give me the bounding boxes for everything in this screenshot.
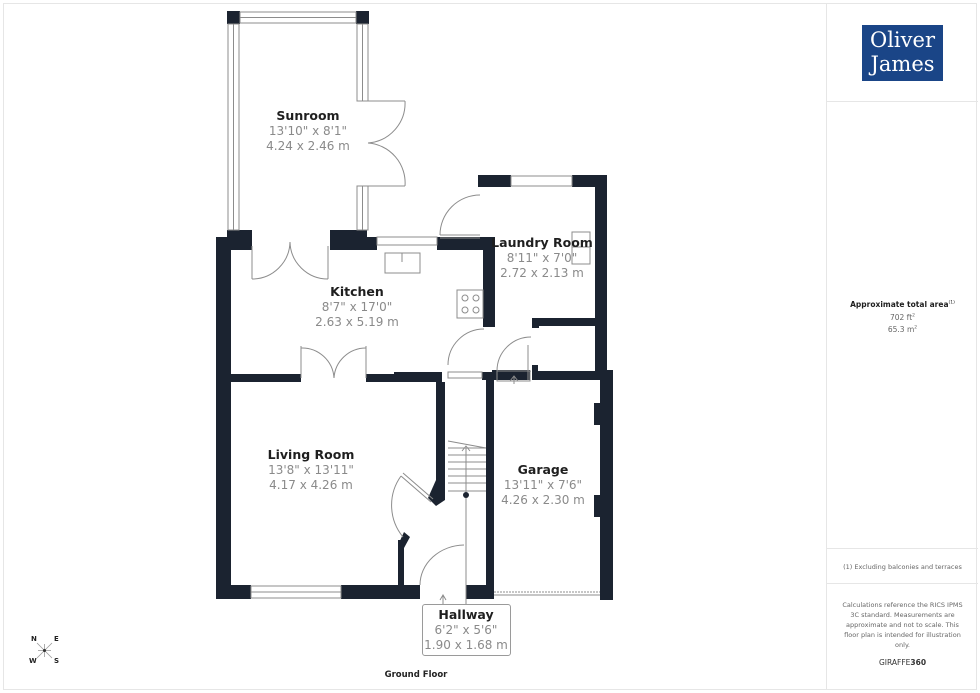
room-living: Living Room 13'8" x 13'11" 4.17 x 4.26 m — [268, 447, 355, 493]
footnote-text: (1) Excluding balconies and terraces — [843, 563, 962, 571]
room-name: Living Room — [267, 447, 355, 462]
footnote-section: (1) Excluding balconies and terraces — [827, 548, 978, 584]
room-imperial: 8'7" x 17'0" — [321, 300, 393, 314]
area-metric-sup: 2 — [914, 325, 918, 331]
footnote-mark: (1) — [948, 300, 955, 306]
disclaimer-text: Calculations reference the RICS IPMS 3C … — [842, 601, 963, 649]
disclaimer-section: Calculations reference the RICS IPMS 3C … — [827, 584, 978, 690]
room-metric: 4.24 x 2.46 m — [266, 139, 350, 153]
room-imperial: 13'10" x 8'1" — [268, 124, 348, 138]
total-area-metric: 65.3 m2 — [827, 325, 978, 334]
total-area: Approximate total area(1) 702 ft2 65.3 m… — [827, 300, 978, 334]
total-area-title: Approximate total area(1) — [827, 300, 978, 309]
logo-line-2: James — [870, 52, 935, 76]
giraffe360-brand: GIRAFFE360 — [827, 658, 978, 667]
room-garage: Garage 13'11" x 7'6" 4.26 x 2.30 m — [501, 462, 585, 508]
room-kitchen: Kitchen 8'7" x 17'0" 2.63 x 5.19 m — [315, 284, 399, 330]
logo-section: Oliver James — [827, 3, 978, 102]
room-name: Kitchen — [330, 284, 384, 299]
windows-doors — [227, 11, 600, 604]
total-area-title-text: Approximate total area — [850, 300, 949, 309]
total-area-imperial: 702 ft2 — [827, 313, 978, 322]
room-hallway: Hallway 6'2" x 5'6" 1.90 x 1.68 m — [424, 607, 508, 653]
compass-w: W — [29, 657, 37, 665]
logo-line-1: Oliver — [870, 28, 935, 52]
compass-icon: N E W S — [28, 633, 62, 667]
area-imperial-value: 702 ft — [889, 313, 913, 322]
area-metric-value: 65.3 m — [887, 325, 915, 334]
info-sidebar: Oliver James Approximate total area(1) 7… — [826, 3, 978, 690]
room-laundry: Laundry Room 8'11" x 7'0" 2.72 x 2.13 m — [491, 235, 593, 281]
compass-e: E — [54, 635, 59, 643]
room-sunroom: Sunroom 13'10" x 8'1" 4.24 x 2.46 m — [266, 108, 350, 154]
room-metric: 2.72 x 2.13 m — [500, 266, 584, 280]
oliver-james-logo: Oliver James — [862, 25, 943, 81]
brand-suffix: 360 — [910, 658, 927, 667]
floor-label: Ground Floor — [384, 670, 448, 680]
compass-s: S — [54, 657, 60, 665]
room-name: Garage — [517, 462, 569, 477]
room-imperial: 8'11" x 7'0" — [506, 251, 578, 265]
walls — [216, 11, 613, 600]
room-name: Hallway — [438, 607, 494, 622]
room-imperial: 13'11" x 7'6" — [503, 478, 583, 492]
room-metric: 2.63 x 5.19 m — [315, 315, 399, 329]
room-name: Sunroom — [276, 108, 340, 123]
room-metric: 4.17 x 4.26 m — [269, 478, 353, 492]
area-imperial-sup: 2 — [912, 313, 916, 319]
room-imperial: 13'8" x 13'11" — [268, 463, 354, 477]
room-metric: 4.26 x 2.30 m — [501, 493, 585, 507]
page-frame — [3, 3, 977, 690]
room-metric: 1.90 x 1.68 m — [424, 638, 508, 652]
brand-prefix: GIRAFFE — [878, 658, 911, 667]
compass-rose-icon — [36, 642, 53, 659]
compass-n: N — [31, 635, 37, 643]
room-imperial: 6'2" x 5'6" — [434, 623, 498, 637]
floor-plan-drawing — [216, 11, 613, 604]
room-name: Laundry Room — [491, 235, 593, 250]
stair-post — [463, 492, 469, 498]
hallway-label-box — [422, 604, 511, 656]
floor-plan: Sunroom 13'10" x 8'1" 4.24 x 2.46 m Kitc… — [28, 11, 613, 680]
